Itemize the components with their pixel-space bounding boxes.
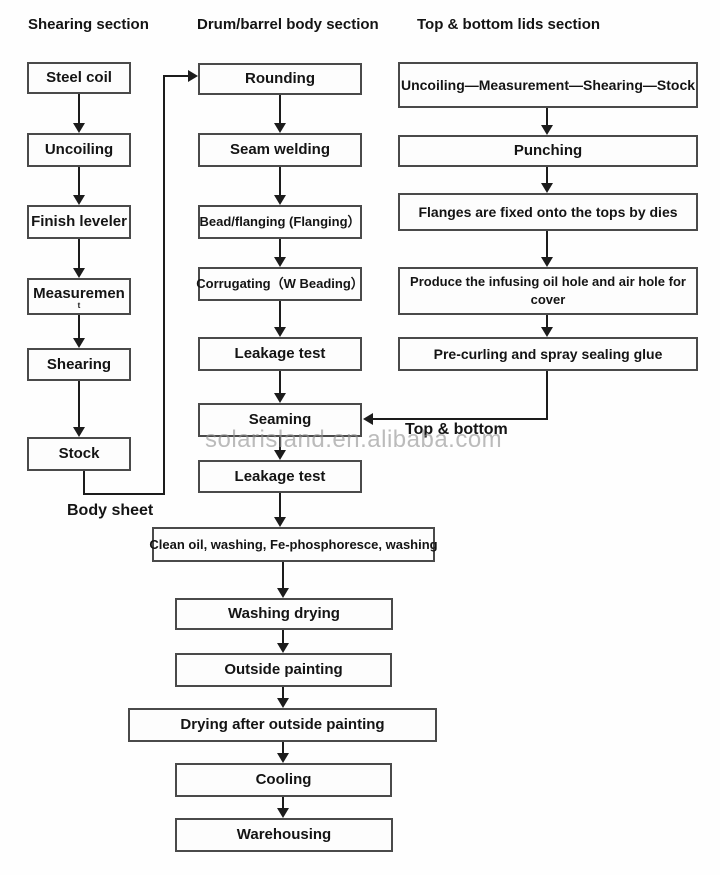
flow-step-measurement-overflow: t	[77, 301, 81, 310]
flow-step-lids-prep: Uncoiling—Measurement—Shearing—Stock	[398, 62, 698, 108]
flow-step-seam-welding: Seam welding	[198, 133, 362, 167]
connector-line	[282, 742, 284, 754]
flow-step-pre-curling: Pre-curling and spray sealing glue	[398, 337, 698, 371]
flow-step-seaming: Seaming	[198, 403, 362, 437]
connector-line	[78, 315, 80, 339]
connector-line	[282, 562, 284, 589]
connector-line	[163, 75, 188, 77]
connector-line	[282, 630, 284, 644]
flow-step-rounding: Rounding	[198, 63, 362, 95]
arrow-down-icon	[73, 427, 85, 437]
arrow-down-icon	[541, 183, 553, 193]
flow-step-punching: Punching	[398, 135, 698, 167]
arrow-down-icon	[277, 698, 289, 708]
arrow-down-icon	[73, 338, 85, 348]
arrow-down-icon	[274, 517, 286, 527]
arrow-down-icon	[274, 257, 286, 267]
arrow-down-icon	[277, 808, 289, 818]
flow-step-leakage-test-1: Leakage test	[198, 337, 362, 371]
section-title-body: Drum/barrel body section	[197, 16, 379, 33]
connector-line	[546, 167, 548, 184]
connector-line	[279, 371, 281, 394]
connector-line	[279, 239, 281, 258]
connector-line	[163, 75, 165, 495]
flow-step-bead-flanging: Bead/flanging (Flanging）	[198, 205, 362, 239]
arrow-down-icon	[541, 327, 553, 337]
arrow-down-icon	[274, 195, 286, 205]
flow-step-steel-coil: Steel coil	[27, 62, 131, 94]
arrow-down-icon	[274, 393, 286, 403]
flow-step-leakage-test-2: Leakage test	[198, 460, 362, 493]
connector-line	[83, 471, 85, 495]
connector-line	[78, 239, 80, 269]
flow-step-oil-air-holes: Produce the infusing oil hole and air ho…	[398, 267, 698, 315]
flow-step-stock: Stock	[27, 437, 131, 471]
flow-step-washing-drying: Washing drying	[175, 598, 393, 630]
arrow-down-icon	[274, 123, 286, 133]
connector-line	[78, 381, 80, 428]
flow-step-uncoiling: Uncoiling	[27, 133, 131, 167]
flow-step-shearing: Shearing	[27, 348, 131, 381]
note-top-bottom: Top & bottom	[405, 421, 508, 438]
arrow-down-icon	[73, 268, 85, 278]
section-title-lids: Top & bottom lids section	[417, 16, 601, 33]
connector-line	[546, 231, 548, 258]
arrow-down-icon	[277, 643, 289, 653]
flow-step-clean-oil-washing: Clean oil, washing, Fe-phosphoresce, was…	[149, 527, 438, 562]
flow-step-warehousing: Warehousing	[175, 818, 393, 852]
flow-step-measurement-label: Measuremen	[33, 285, 125, 302]
connector-line	[78, 167, 80, 196]
flow-step-drying-after-painting: Drying after outside painting	[128, 708, 437, 742]
connector-line	[546, 315, 548, 328]
connector-line	[279, 493, 281, 518]
arrow-down-icon	[541, 257, 553, 267]
arrow-down-icon	[274, 327, 286, 337]
arrow-down-icon	[73, 195, 85, 205]
arrow-down-icon	[541, 125, 553, 135]
connector-line	[282, 797, 284, 809]
arrow-down-icon	[73, 123, 85, 133]
flow-step-cooling: Cooling	[175, 763, 392, 797]
flow-step-flanges-fixed: Flanges are fixed onto the tops by dies	[398, 193, 698, 231]
arrow-left-icon	[363, 413, 373, 425]
flow-step-corrugating: Corrugating（W Beading）	[196, 267, 364, 301]
section-title-shearing: Shearing section	[28, 16, 149, 33]
connector-line	[279, 167, 281, 196]
connector-line	[279, 437, 281, 451]
arrow-right-icon	[188, 70, 198, 82]
connector-line	[279, 301, 281, 328]
connector-line	[373, 418, 548, 420]
connector-line	[279, 95, 281, 124]
arrow-down-icon	[277, 753, 289, 763]
connector-line	[282, 687, 284, 699]
flow-step-finish-leveler: Finish leveler	[27, 205, 131, 239]
connector-line	[83, 493, 165, 495]
arrow-down-icon	[274, 450, 286, 460]
connector-line	[546, 371, 548, 420]
connector-line	[78, 94, 80, 124]
connector-line	[546, 108, 548, 126]
note-body-sheet: Body sheet	[67, 502, 154, 519]
flow-step-measurement: Measuremen t	[27, 278, 131, 315]
arrow-down-icon	[277, 588, 289, 598]
flow-step-outside-painting: Outside painting	[175, 653, 392, 687]
